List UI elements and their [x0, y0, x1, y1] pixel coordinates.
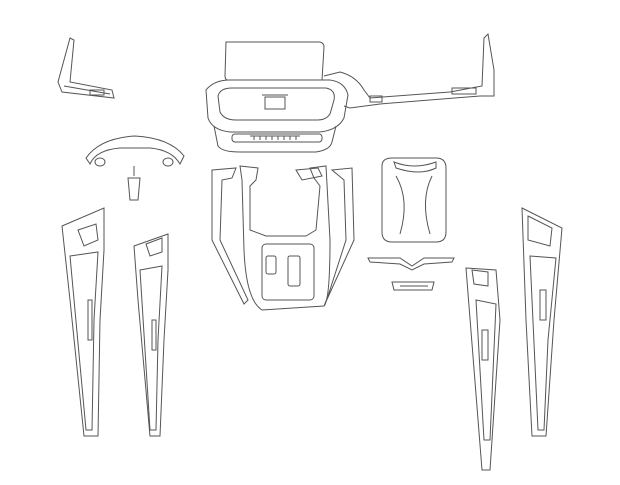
right-dash-trim-strip	[323, 32, 495, 109]
center-display-screen	[224, 41, 325, 81]
left-rear-door-trim	[133, 233, 169, 437]
console-storage-insert	[381, 157, 447, 243]
console-horizontal-trim	[367, 257, 455, 291]
center-console-surround	[211, 165, 355, 311]
center-dash-vent-panel	[205, 79, 349, 153]
steering-wheel-trim	[85, 135, 185, 201]
right-rear-door-trim	[465, 267, 501, 471]
right-front-door-trim	[521, 207, 563, 437]
left-front-door-trim	[61, 207, 105, 437]
left-dash-corner-trim	[57, 37, 115, 99]
